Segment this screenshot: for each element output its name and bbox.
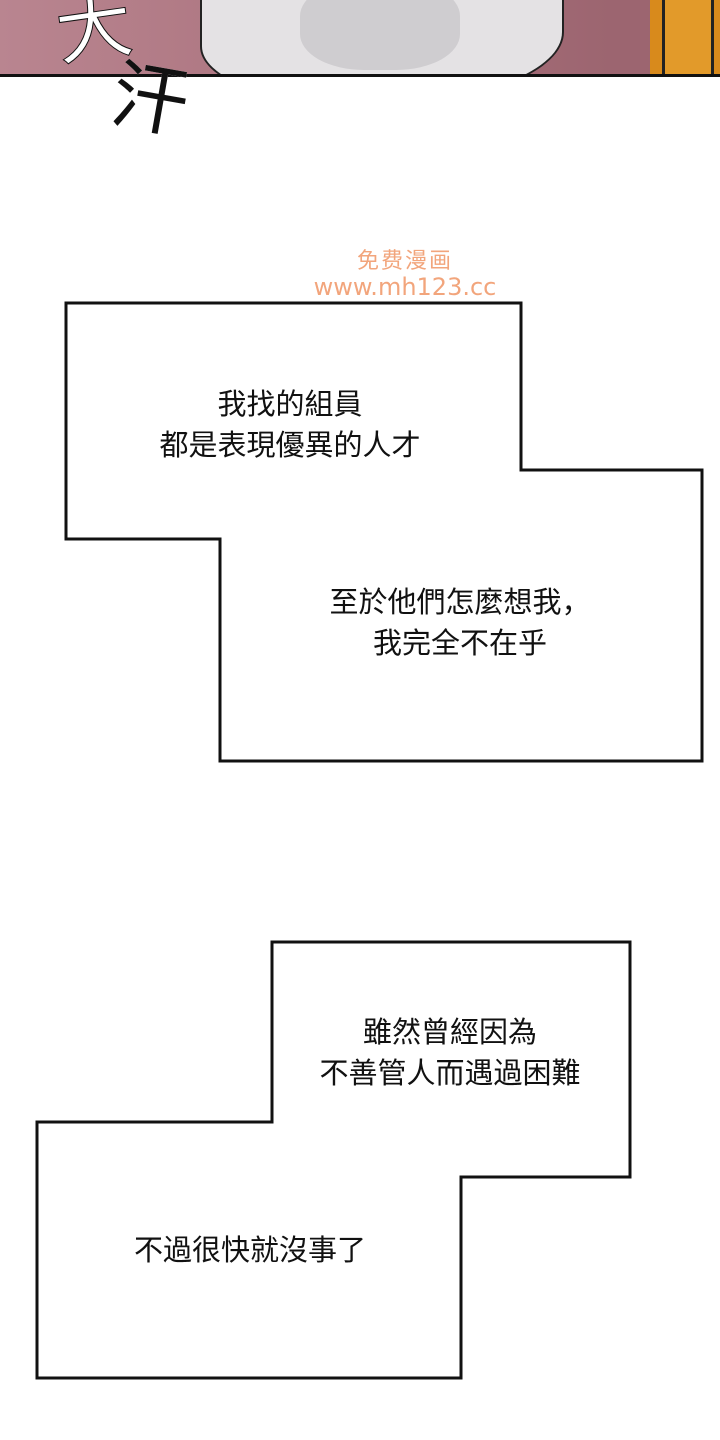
narration-text-3-line-1: 雖然曾經因為 — [362, 1015, 537, 1049]
narration-text-1-line-2: 都是表現優異的人才 — [159, 428, 421, 462]
watermark-url: www.mh123.cc — [313, 273, 497, 302]
narration-text-3: 雖然曾經因為 不善管人而遇過困難 — [300, 1012, 600, 1094]
narration-text-2-line-1: 至於他們怎麼想我， — [329, 585, 591, 619]
narration-text-1-line-1: 我找的組員 — [217, 387, 363, 421]
narration-text-3-line-2: 不善管人而遇過困難 — [319, 1056, 581, 1090]
narration-text-2-line-2: 我完全不在乎 — [372, 626, 547, 660]
narration-text-4-line-1: 不過很快就沒事了 — [133, 1233, 366, 1267]
narration-text-1: 我找的組員 都是表現優異的人才 — [140, 384, 440, 466]
narration-text-4: 不過很快就沒事了 — [110, 1230, 390, 1271]
watermark-chinese: 免费漫画 — [356, 249, 453, 274]
character-shirt-shade — [300, 0, 460, 70]
narration-text-2: 至於他們怎麼想我， 我完全不在乎 — [310, 582, 610, 664]
background-door-frame — [662, 0, 714, 74]
top-comic-panel — [0, 0, 720, 77]
watermark: 免费漫画 www.mh123.cc — [310, 249, 500, 302]
